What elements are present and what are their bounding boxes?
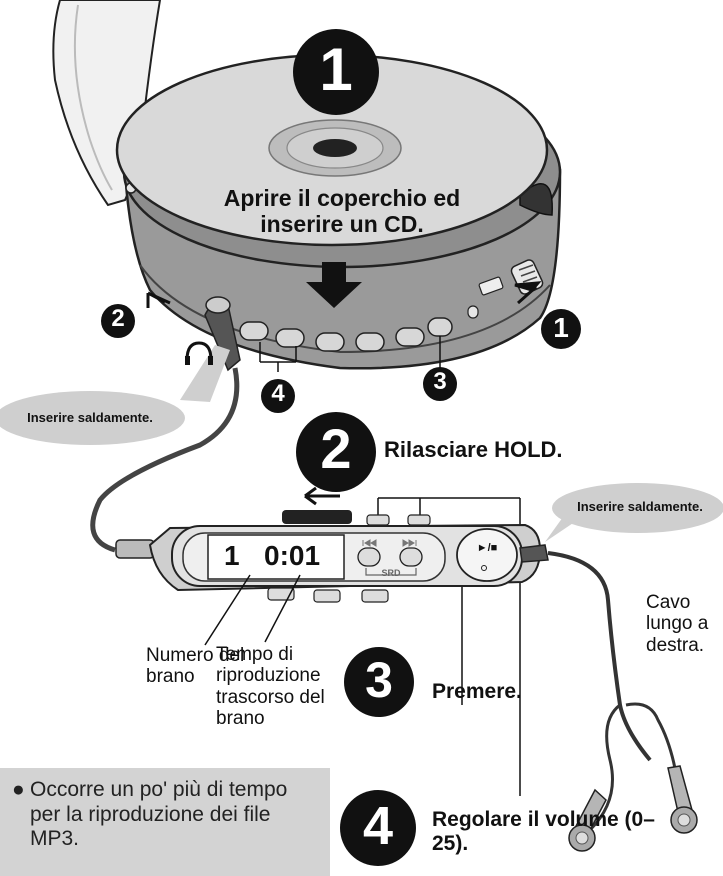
lcd-track: 1	[224, 540, 240, 571]
left-bubble-text: Inserire saldamente.	[27, 410, 153, 425]
callout-3-play	[423, 367, 457, 401]
step-1-badge	[293, 29, 379, 115]
track-leader	[204, 574, 251, 646]
step-1-number: 1	[319, 36, 353, 103]
time-leader	[264, 574, 301, 643]
note-box: ● Occorre un po' più di tempo per la rip…	[0, 768, 330, 876]
remote-cable	[90, 367, 240, 553]
elapsed-time-label: Tempo di riproduzione trascorso del bran…	[216, 644, 325, 729]
left-arrow-icon	[304, 486, 340, 506]
step-2-number: 2	[320, 417, 352, 480]
headphone-icon	[185, 341, 213, 365]
prev-icon	[362, 539, 377, 547]
lid-arrow-icon	[514, 281, 542, 305]
headphone-plug	[204, 296, 241, 372]
callout-2-number: 2	[111, 305, 125, 332]
bullet-icon: ●	[12, 778, 25, 801]
srd-label: SRD	[381, 568, 401, 578]
step-4-instruction: Regolare il volume (0–25).	[432, 808, 655, 855]
cable-label: Cavo lungo a destra.	[646, 592, 709, 656]
step-4-badge	[340, 790, 416, 866]
callout-2-hold	[101, 304, 135, 338]
left-bubble-shape	[0, 345, 230, 445]
cd-disc	[115, 53, 549, 247]
next-icon	[402, 539, 417, 547]
callout-1-lid	[541, 309, 581, 349]
step-2-instruction: Rilasciare HOLD.	[384, 437, 563, 462]
callout-4-volume	[261, 379, 295, 413]
lcd-time: 0:01	[264, 540, 321, 571]
step-3-badge	[344, 647, 414, 717]
step-1-instruction: Aprire il coperchio ed inserire un CD.	[223, 185, 461, 237]
note-text: Occorre un po' più di tempo per la ripro…	[30, 778, 288, 851]
player-buttons	[239, 305, 479, 352]
callout-3-number: 3	[433, 368, 447, 395]
step-2-badge	[296, 412, 376, 492]
right-bubble-shape	[545, 483, 723, 542]
step-4-number: 4	[362, 796, 394, 856]
hold-arrow-icon	[146, 291, 171, 308]
remote-body	[115, 523, 549, 603]
callout-1-number: 1	[553, 312, 569, 343]
step-3-instruction: Premere.	[432, 680, 522, 703]
right-bubble-text: Inserire saldamente.	[577, 499, 703, 514]
callout-4-number: 4	[271, 380, 285, 407]
down-arrow-icon	[306, 262, 362, 308]
play-stop-label: ►/■	[476, 542, 498, 554]
earphones	[547, 551, 698, 852]
step-3-number: 3	[365, 652, 393, 708]
volume-bracket	[259, 342, 297, 372]
track-number-label: Numero del brano	[146, 645, 245, 688]
hold-switch	[282, 486, 352, 524]
